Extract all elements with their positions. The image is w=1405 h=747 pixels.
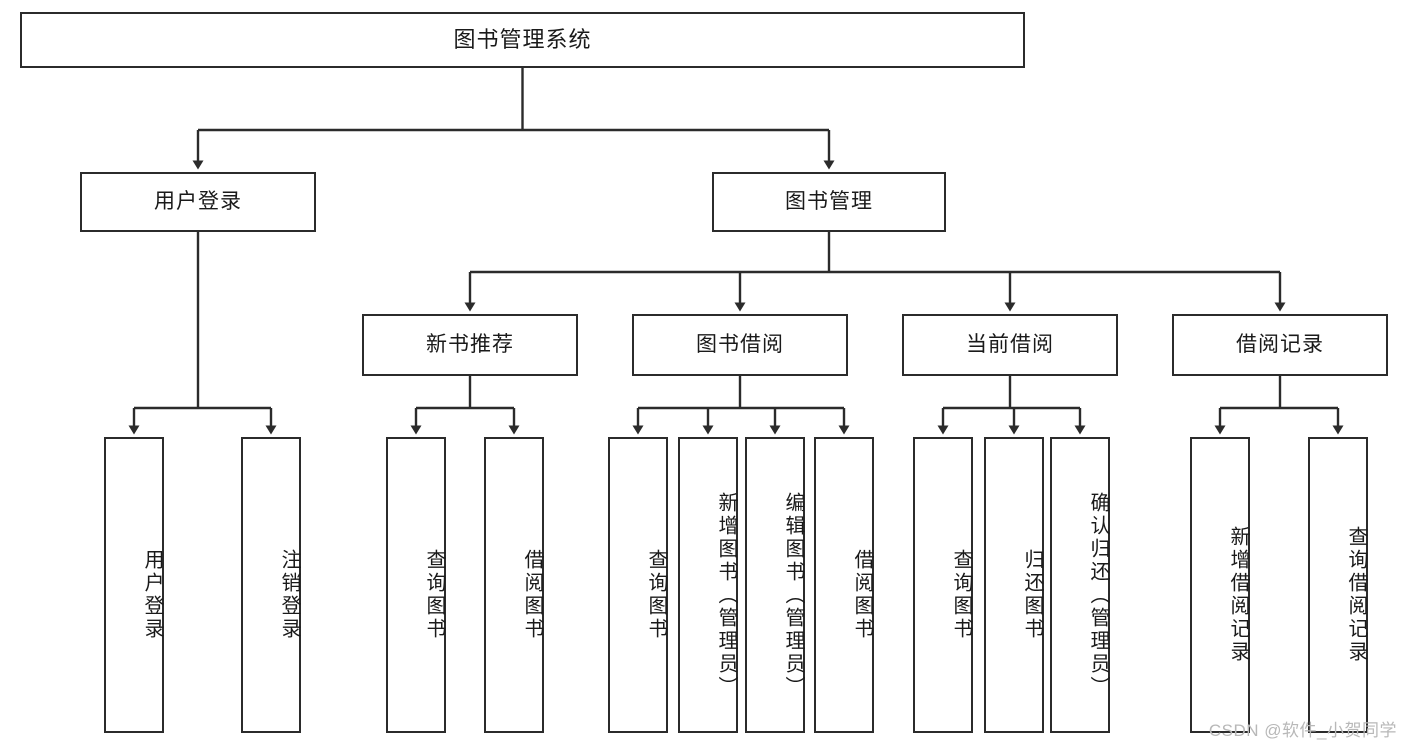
node-level3-1[interactable]: 图书借阅 — [632, 314, 848, 376]
node-leaf-10[interactable]: 确认归还（管理员） — [1050, 437, 1110, 733]
node-leaf-12[interactable]: 查询借阅记录 — [1308, 437, 1368, 733]
node-label: 用户登录 — [154, 190, 242, 214]
node-leaf-2[interactable]: 查询图书 — [386, 437, 446, 733]
node-label: 新书推荐 — [426, 333, 514, 357]
node-leaf-8[interactable]: 查询图书 — [913, 437, 973, 733]
node-leaf-11[interactable]: 新增借阅记录 — [1190, 437, 1250, 733]
node-label: 借阅图书 — [521, 549, 543, 641]
node-leaf-1[interactable]: 注销登录 — [241, 437, 301, 733]
node-label: 确认归还（管理员） — [1087, 491, 1109, 699]
node-label: 注销登录 — [278, 549, 300, 641]
node-label: 新增图书（管理员） — [715, 491, 737, 699]
node-label: 图书管理系统 — [453, 26, 592, 52]
node-label: 借阅图书 — [851, 549, 873, 641]
node-level3-2[interactable]: 当前借阅 — [902, 314, 1118, 376]
node-level2-1[interactable]: 图书管理 — [712, 172, 946, 232]
node-level3-3[interactable]: 借阅记录 — [1172, 314, 1388, 376]
node-label: 新增借阅记录 — [1227, 526, 1249, 664]
node-label: 查询借阅记录 — [1345, 526, 1367, 664]
node-label: 当前借阅 — [966, 333, 1054, 357]
node-leaf-5[interactable]: 新增图书（管理员） — [678, 437, 738, 733]
node-label: 查询图书 — [645, 549, 667, 641]
node-label: 查询图书 — [423, 549, 445, 641]
node-leaf-9[interactable]: 归还图书 — [984, 437, 1044, 733]
node-leaf-0[interactable]: 用户登录 — [104, 437, 164, 733]
node-root-图书管理系统[interactable]: 图书管理系统 — [20, 12, 1025, 68]
node-leaf-6[interactable]: 编辑图书（管理员） — [745, 437, 805, 733]
node-leaf-7[interactable]: 借阅图书 — [814, 437, 874, 733]
node-level2-0[interactable]: 用户登录 — [80, 172, 316, 232]
node-label: 借阅记录 — [1236, 333, 1324, 357]
node-label: 图书借阅 — [696, 333, 784, 357]
node-leaf-4[interactable]: 查询图书 — [608, 437, 668, 733]
node-label: 归还图书 — [1021, 549, 1043, 641]
node-label: 图书管理 — [785, 190, 873, 214]
node-label: 编辑图书（管理员） — [782, 491, 804, 699]
node-label: 查询图书 — [950, 549, 972, 641]
node-leaf-3[interactable]: 借阅图书 — [484, 437, 544, 733]
node-level3-0[interactable]: 新书推荐 — [362, 314, 578, 376]
node-label: 用户登录 — [141, 549, 163, 641]
csdn-watermark: CSDN @软件_小贺同学 — [1208, 721, 1397, 740]
